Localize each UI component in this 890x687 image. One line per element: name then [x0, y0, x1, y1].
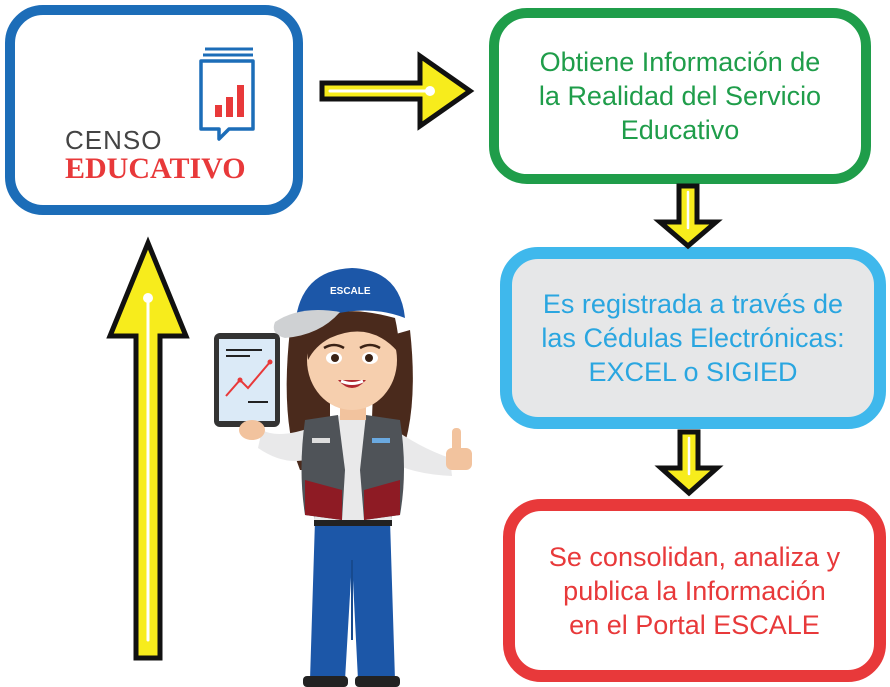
logo-line2: EDUCATIVO — [65, 152, 246, 185]
tablet-icon — [214, 333, 280, 427]
book-chart-icon — [199, 47, 255, 141]
step-registrada-cedulas: Es registrada a través de las Cédulas El… — [500, 247, 886, 429]
arrow-down-1 — [653, 183, 723, 250]
step1-text: Obtiene Información de la Realidad del S… — [539, 45, 821, 147]
step1-line2: la Realidad del Servicio — [538, 81, 822, 111]
step1-line3: Educativo — [620, 115, 740, 145]
thumbs-up-icon — [446, 428, 472, 470]
character-illustration: ESCALE — [214, 268, 472, 687]
arrow-right — [319, 51, 475, 131]
step3-line2: publica la Información — [563, 575, 826, 606]
step3-line1: Se consolidan, analiza y — [548, 541, 841, 572]
step2-line3: EXCEL o SIGIED — [588, 357, 798, 387]
step1-line1: Obtiene Información de — [539, 47, 821, 77]
arrow-down-2 — [654, 429, 724, 497]
step2-line2: las Cédulas Electrónicas: — [541, 323, 845, 353]
step2-line1: Es registrada a través de — [542, 289, 844, 319]
step3-line3: en el Portal ESCALE — [569, 609, 820, 640]
step-obtiene-informacion: Obtiene Información de la Realidad del S… — [489, 8, 871, 184]
cap-label: ESCALE — [330, 286, 371, 297]
logo-line1: CENSO — [65, 125, 163, 155]
censo-educativo-logo: CENSO EDUCATIVO — [65, 45, 275, 195]
step3-text: Se consolidan, analiza y publica la Info… — [549, 540, 840, 642]
censo-educativo-box: CENSO EDUCATIVO — [5, 5, 303, 215]
arrow-up — [106, 236, 190, 661]
step-consolidan-publica: Se consolidan, analiza y publica la Info… — [503, 499, 886, 682]
step2-text: Es registrada a través de las Cédulas El… — [541, 287, 844, 389]
